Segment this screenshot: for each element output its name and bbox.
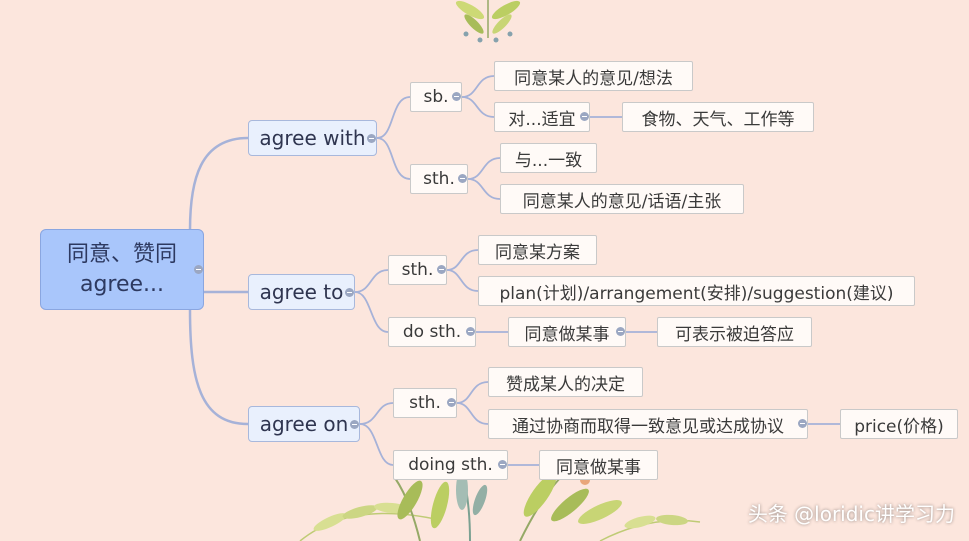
- agree-on-negotiation-collapse-icon[interactable]: [798, 419, 807, 428]
- watermark-text: 头条 @loridic讲学习力: [747, 502, 955, 526]
- agree-with-collapse-icon[interactable]: [367, 134, 376, 143]
- branch-agree-to[interactable]: agree to: [248, 274, 355, 310]
- agree-to-sth-node[interactable]: sth.: [388, 255, 447, 285]
- branch-agree-on[interactable]: agree on: [248, 406, 360, 442]
- agree-on-collapse-icon[interactable]: [350, 420, 359, 429]
- bottom-plant-decoration: [299, 466, 701, 541]
- agree-to-do-sth-node[interactable]: do sth.: [388, 317, 476, 347]
- agree-with-sb-node[interactable]: sb.: [410, 82, 462, 112]
- agree-with-sb-meaning[interactable]: 同意某人的意见/想法: [494, 61, 693, 91]
- agree-on-doing-sth-node[interactable]: doing sth.: [393, 450, 508, 480]
- agree-on-sth-collapse-icon[interactable]: [447, 398, 456, 407]
- agree-on-doing-sth-meaning[interactable]: 同意做某事: [539, 450, 658, 480]
- agree-to-do-sth-note[interactable]: 可表示被迫答应: [657, 317, 812, 347]
- agree-to-sth-collapse-icon[interactable]: [437, 265, 446, 274]
- agree-with-sb-examples[interactable]: 食物、天气、工作等: [622, 102, 814, 132]
- root-node[interactable]: 同意、赞同 agree...: [40, 229, 204, 310]
- agree-on-sth-price[interactable]: price(价格): [840, 409, 958, 439]
- agree-on-sth-decision[interactable]: 赞成某人的决定: [488, 367, 643, 397]
- agree-with-suitable-collapse-icon[interactable]: [580, 112, 589, 121]
- agree-with-sth-consistent[interactable]: 与...一致: [500, 143, 597, 173]
- agree-with-sth-collapse-icon[interactable]: [458, 174, 467, 183]
- agree-to-meaning-collapse-icon[interactable]: [616, 327, 625, 336]
- root-subtitle: agree...: [79, 271, 165, 297]
- agree-on-sth-node[interactable]: sth.: [393, 388, 457, 418]
- agree-to-do-sth-collapse-icon[interactable]: [466, 327, 475, 336]
- agree-on-sth-negotiation[interactable]: 通过协商而取得一致意见或达成协议: [488, 409, 808, 439]
- agree-to-sth-examples[interactable]: plan(计划)/arrangement(安排)/suggestion(建议): [478, 276, 915, 306]
- top-leaf-decoration: [455, 0, 521, 43]
- root-collapse-icon[interactable]: [194, 265, 203, 274]
- agree-with-sb-suitable[interactable]: 对...适宜: [494, 102, 590, 132]
- agree-with-sb-collapse-icon[interactable]: [452, 92, 461, 101]
- connector-lines: [188, 136, 249, 426]
- agree-to-do-sth-meaning[interactable]: 同意做某事: [508, 317, 626, 347]
- agree-to-sth-meaning[interactable]: 同意某方案: [478, 235, 597, 265]
- root-title: 同意、赞同: [66, 241, 177, 267]
- connector-lines-thin: [354, 75, 840, 466]
- agree-on-doing-sth-collapse-icon[interactable]: [498, 460, 507, 469]
- branch-agree-with[interactable]: agree with: [248, 120, 377, 156]
- agree-to-collapse-icon[interactable]: [345, 288, 354, 297]
- agree-with-sth-meaning[interactable]: 同意某人的意见/话语/主张: [500, 184, 744, 214]
